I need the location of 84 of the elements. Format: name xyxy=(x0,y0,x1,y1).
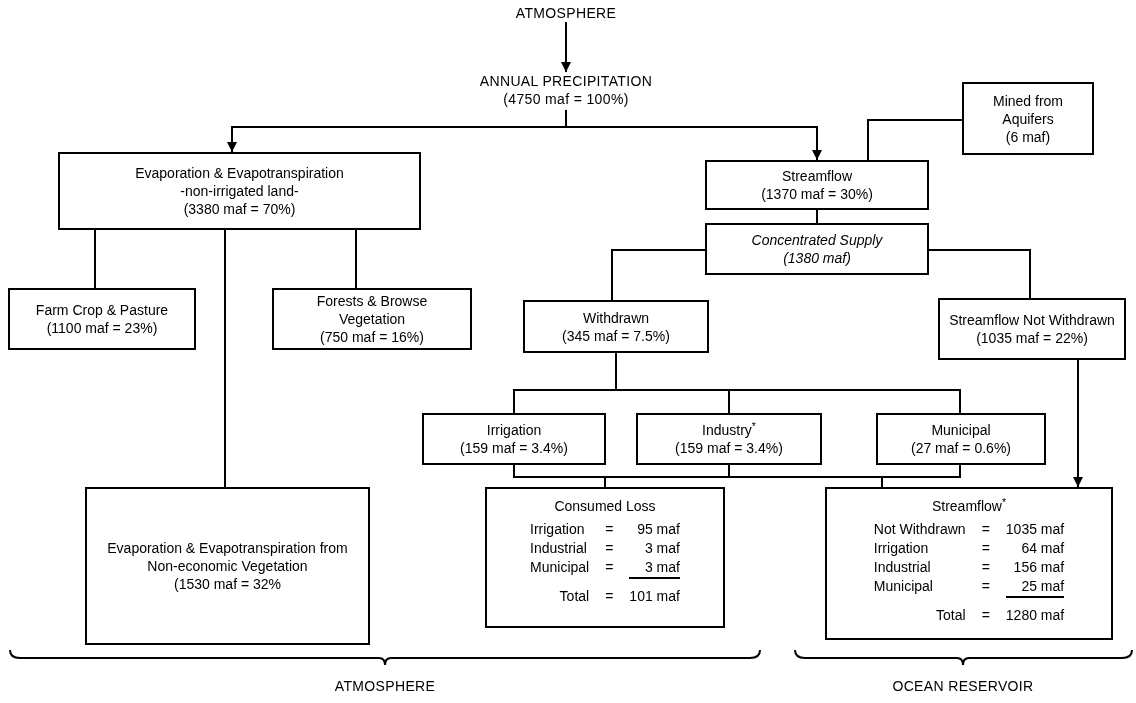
box-title: Mined from Aquifers xyxy=(992,91,1064,128)
box-title: Streamflow Not Withdrawn xyxy=(949,311,1115,329)
box-value: (345 maf = 7.5%) xyxy=(562,326,670,345)
connector-line xyxy=(816,209,818,224)
box-value: (1100 maf = 23%) xyxy=(46,319,158,337)
equals-sign: = xyxy=(981,558,990,577)
equals-sign: = xyxy=(605,539,614,558)
box-value: (1035 maf = 22%) xyxy=(976,329,1088,347)
process-box xyxy=(705,223,929,275)
table-value: 64 maf xyxy=(1020,539,1065,558)
equals-sign: = xyxy=(605,558,614,577)
box-value: (159 maf = 3.4%) xyxy=(675,439,783,457)
table-label: Irrigation xyxy=(873,539,930,558)
box-title: Streamflow xyxy=(782,167,852,185)
table-value: 1280 maf xyxy=(1005,606,1065,625)
box-title: Farm Crop & Pasture xyxy=(35,301,169,319)
box-value: (1370 maf = 30%) xyxy=(761,185,873,203)
process-box xyxy=(962,82,1094,155)
box-value: (3380 maf = 70%) xyxy=(183,200,296,218)
arrow xyxy=(561,21,571,73)
box-value: (1380 maf) xyxy=(783,249,851,267)
table-value: 101 maf xyxy=(629,587,680,606)
box-value: -non-irrigated land- xyxy=(180,182,299,200)
equals-sign: = xyxy=(981,606,990,625)
box-title: Industry$^{*}$ xyxy=(702,421,756,439)
equals-sign: = xyxy=(981,539,990,558)
table-value: 156 maf xyxy=(1012,558,1065,577)
box-title: Evaporation & Evapotranspiration from Non-economic Vegetation xyxy=(106,539,349,575)
group-label: ATMOSPHERE xyxy=(334,677,436,696)
box-value: (27 maf = 0.6%) xyxy=(911,439,1011,457)
process-box xyxy=(705,160,929,210)
process-box xyxy=(85,487,370,645)
table-label: Total xyxy=(935,606,966,625)
table-label: Municipal xyxy=(873,577,934,596)
equals-sign: = xyxy=(605,520,614,539)
table-label: Municipal xyxy=(530,558,590,577)
box-value: (750 maf = 16%) xyxy=(320,328,424,346)
process-box xyxy=(8,288,196,350)
equals-sign: = xyxy=(981,577,990,596)
heading-text: ANNUAL PRECIPITATION xyxy=(479,72,653,90)
box-title: Streamflow$^{*}$ xyxy=(931,497,1007,516)
table-label: Not Withdrawn xyxy=(873,520,966,539)
connector-line xyxy=(355,229,357,289)
box-title: Consumed Loss xyxy=(554,497,656,516)
table-value: 3 maf xyxy=(629,558,680,579)
process-box xyxy=(876,413,1046,465)
connector-line xyxy=(94,229,96,289)
equals-sign: = xyxy=(605,587,614,606)
process-box xyxy=(58,152,421,230)
connector-line xyxy=(224,229,226,488)
group-label: OCEAN RESERVOIR xyxy=(892,677,1034,696)
box-title: Irrigation xyxy=(486,421,542,439)
table-box xyxy=(825,487,1113,640)
table-value: 95 maf xyxy=(636,520,680,539)
box-value: (159 maf = 3.4%) xyxy=(460,439,568,457)
box-title: Forests & Browse Vegetation xyxy=(315,292,429,328)
connector-line xyxy=(928,249,1031,299)
process-box xyxy=(422,413,606,465)
box-title: Withdrawn xyxy=(582,308,650,327)
connector-line xyxy=(867,119,963,161)
table-label: Total xyxy=(558,587,590,606)
box-value: (6 maf) xyxy=(1005,127,1051,146)
connector-line xyxy=(881,464,961,488)
arrow xyxy=(565,109,822,161)
arrow xyxy=(1073,359,1083,488)
box-title: Concentrated Supply xyxy=(751,231,883,249)
equals-sign: = xyxy=(981,520,990,539)
table-label: Irrigation xyxy=(530,520,586,539)
table-label: Industrial xyxy=(530,539,588,558)
box-title: Evaporation & Evapotranspiration xyxy=(135,164,344,182)
connector-line xyxy=(611,249,706,301)
table-label: Industrial xyxy=(873,558,932,577)
value-text: (4750 maf = 100%) xyxy=(503,90,629,108)
table-value: 1035 maf xyxy=(1005,520,1065,539)
table-value: 3 maf xyxy=(643,539,680,558)
process-box xyxy=(272,288,472,350)
process-box xyxy=(523,300,709,353)
table-box xyxy=(485,487,725,628)
table-value: 25 maf xyxy=(1005,577,1065,598)
process-box xyxy=(636,413,822,465)
box-value: (1530 maf = 32% xyxy=(174,575,281,593)
process-box xyxy=(938,298,1126,360)
heading-text: ATMOSPHERE xyxy=(515,4,617,22)
box-title: Municipal xyxy=(931,421,991,439)
